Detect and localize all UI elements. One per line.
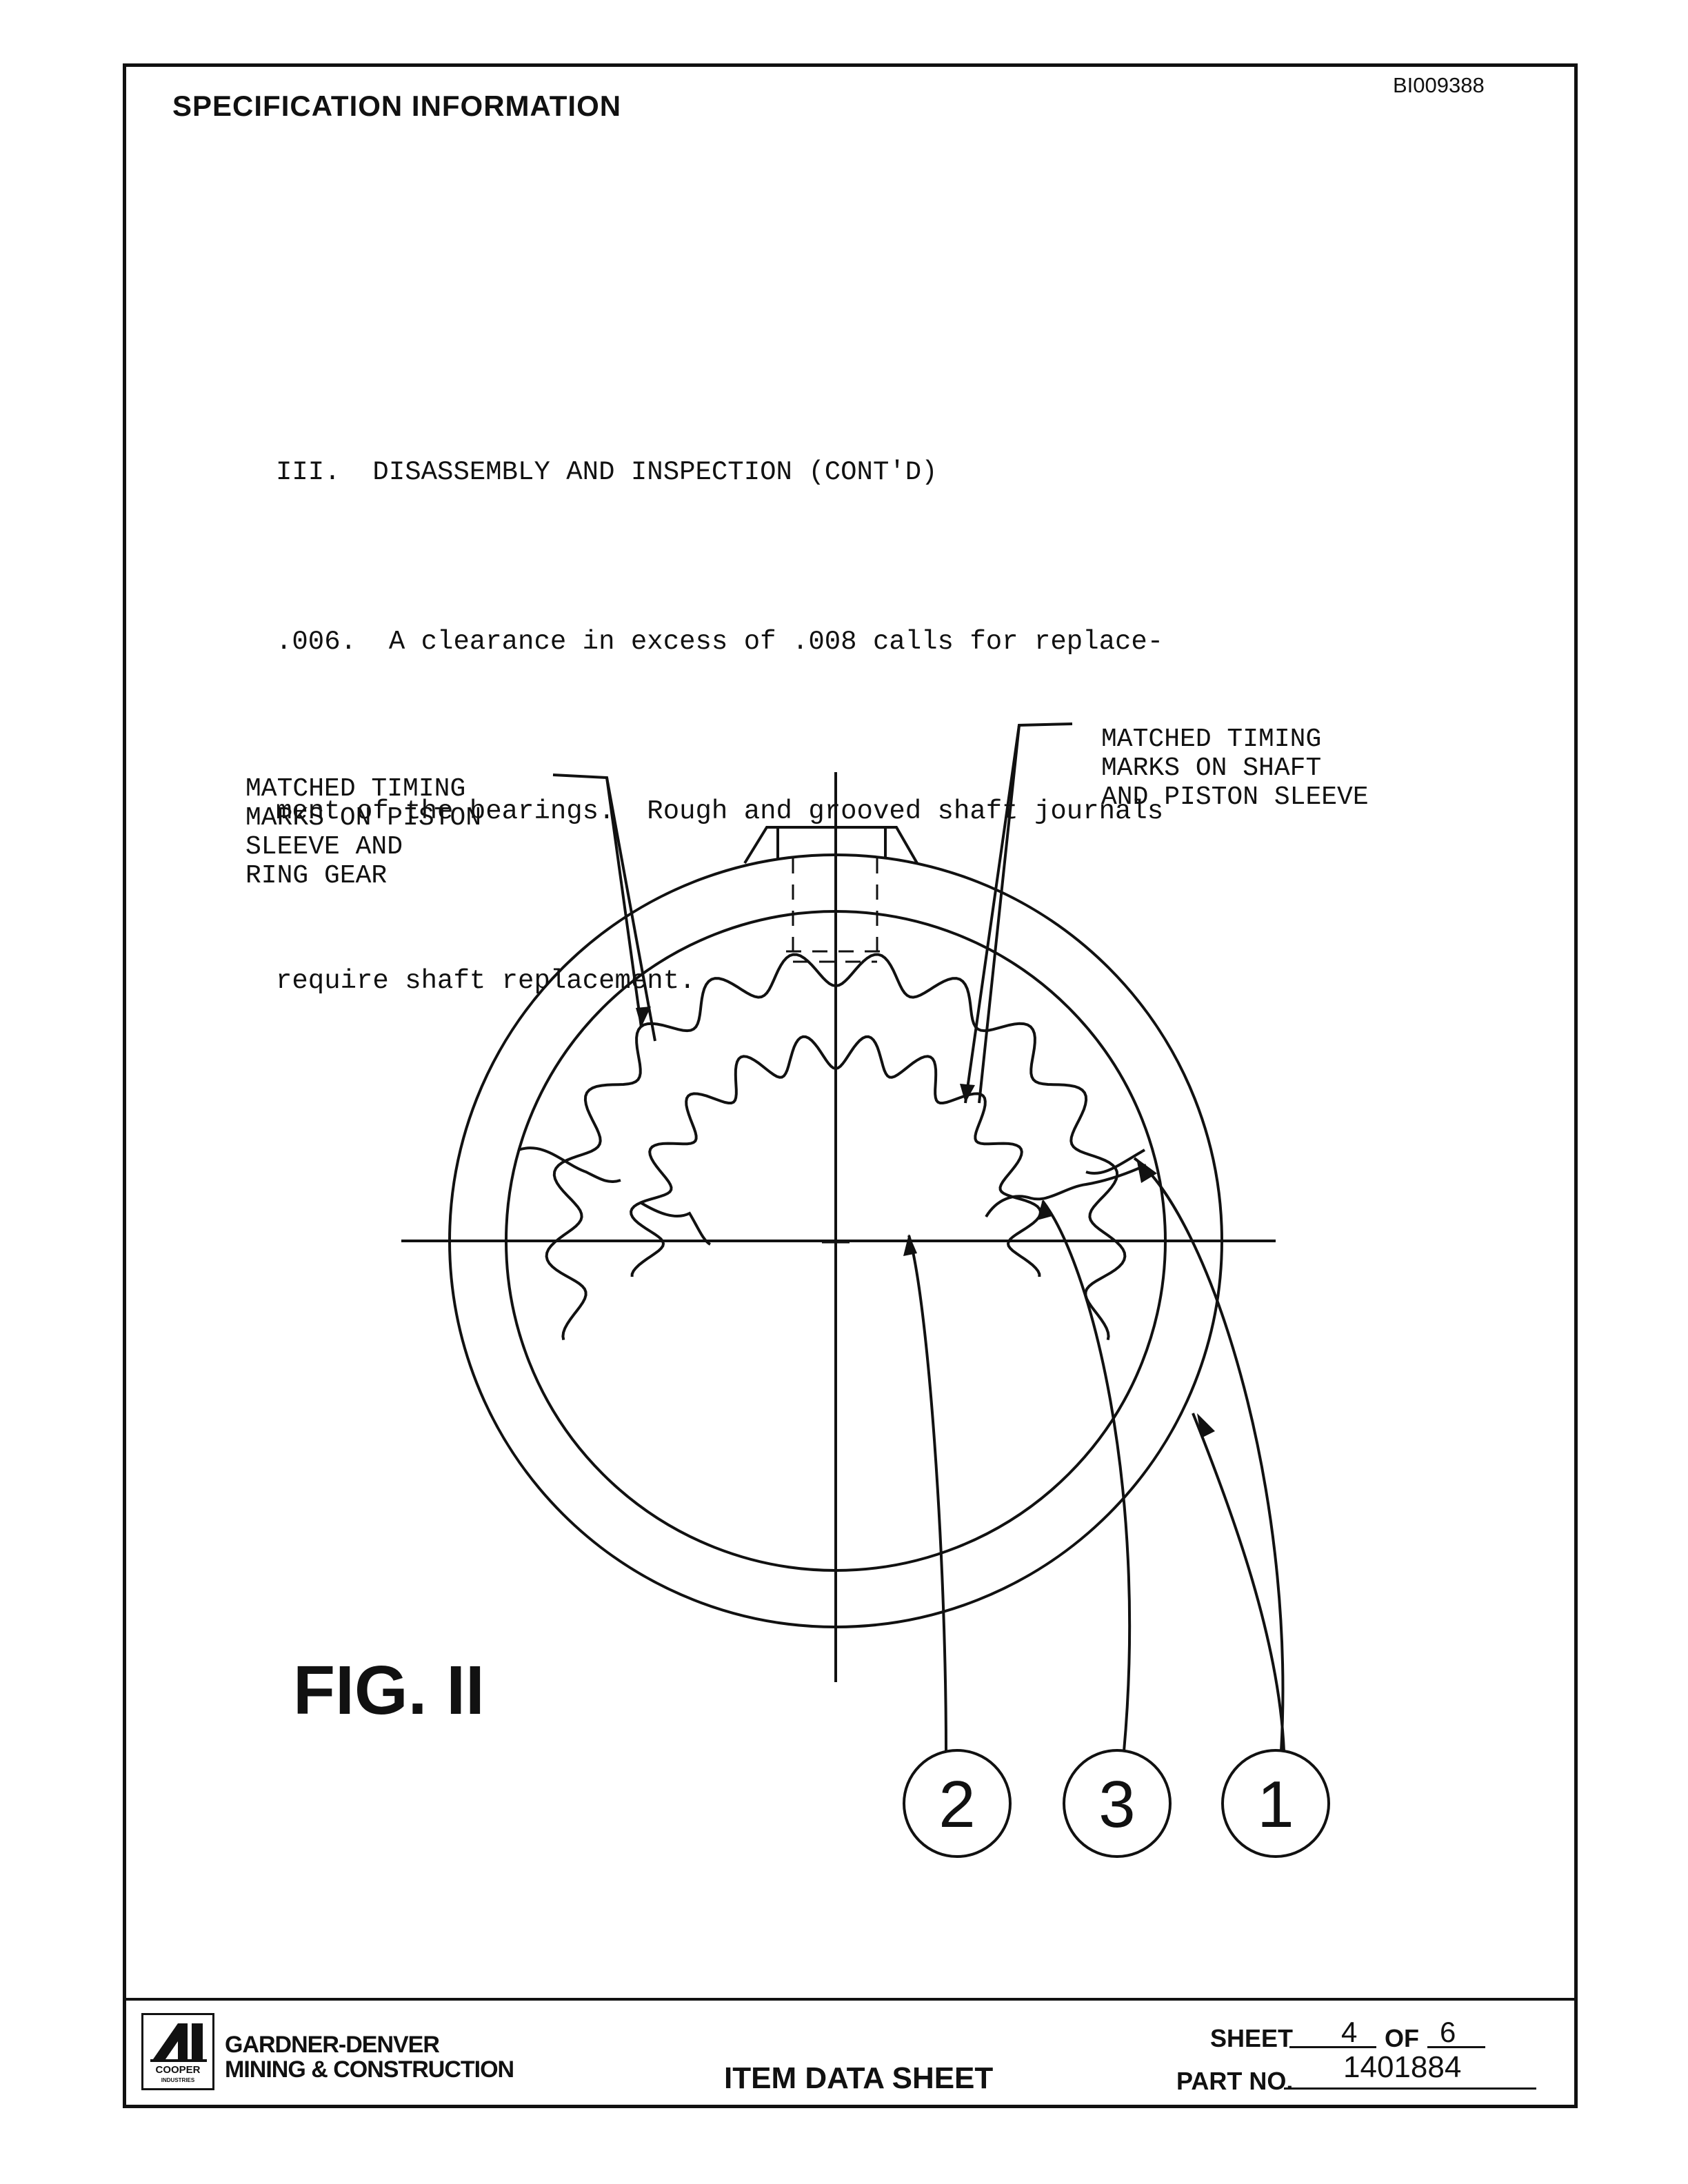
callout-line: MATCHED TIMING <box>1101 725 1322 754</box>
document-id: BI009388 <box>1393 73 1485 97</box>
arrowhead <box>636 1007 651 1027</box>
logo-subtext: INDUSTRIES <box>161 2077 195 2083</box>
logo-text: COOPER <box>155 2064 201 2076</box>
balloon-leader-3 <box>1041 1200 1132 1752</box>
outer-ring <box>448 853 1223 1628</box>
break-line-right <box>985 1164 1147 1218</box>
body-line: .006. A clearance in excess of .008 call… <box>276 627 1164 657</box>
balloon-leader-1 <box>1133 1157 1285 1752</box>
sheet-number: 4 <box>1341 2016 1358 2048</box>
sheet-total-underline <box>1427 2046 1485 2048</box>
part-number-underline <box>1284 2087 1536 2090</box>
ring-gear-teeth <box>545 953 1127 1340</box>
callout-line: MATCHED TIMING <box>245 774 466 804</box>
break-line-left-lower <box>640 1202 712 1246</box>
arrowhead <box>1197 1413 1215 1438</box>
of-label: OF <box>1385 2024 1419 2052</box>
body-text: III. DISASSEMBLY AND INSPECTION (CONT'D)… <box>276 331 1324 1066</box>
key-block <box>743 826 918 865</box>
company-line: GARDNER-DENVER <box>225 2032 440 2058</box>
sheet-label: SHEET <box>1210 2024 1294 2052</box>
body-line: ment of the bearings. Rough and grooved … <box>276 796 1164 827</box>
callout-line: AND PISTON SLEEVE <box>1101 782 1369 812</box>
balloon-2 <box>903 1749 1012 1858</box>
balloon-1-label: 1 <box>1257 1768 1294 1841</box>
section-heading: III. DISASSEMBLY AND INSPECTION (CONT'D) <box>276 457 938 487</box>
logo-mark-icon <box>150 2023 207 2062</box>
balloon-1 <box>1221 1749 1330 1858</box>
balloon-leader-2 <box>907 1235 947 1752</box>
arrowhead <box>1037 1200 1052 1220</box>
figure-label: FIG. II <box>293 1652 485 1729</box>
company-logo: COOPER INDUSTRIES <box>141 2013 214 2090</box>
sheet-title: ITEM DATA SHEET <box>724 2061 994 2095</box>
arrowhead <box>960 1084 975 1103</box>
callout-line: RING GEAR <box>245 861 388 891</box>
leader-right <box>978 725 1021 1104</box>
sleeve-gear-teeth <box>630 1035 1042 1277</box>
company-name: GARDNER-DENVER MINING & CONSTRUCTION <box>225 2032 514 2082</box>
inner-ring <box>505 910 1167 1572</box>
break-line-left <box>518 1146 621 1184</box>
callout-line: MARKS ON SHAFT <box>1101 754 1322 783</box>
body-line: require shaft replacement. <box>276 966 696 996</box>
sheet-total: 6 <box>1440 2016 1456 2048</box>
balloon-3-label: 3 <box>1098 1768 1135 1841</box>
balloon-2-label: 2 <box>938 1768 975 1841</box>
company-line: MINING & CONSTRUCTION <box>225 2056 514 2083</box>
part-number-label: PART NO. <box>1176 2067 1294 2095</box>
balloon-3 <box>1063 1749 1172 1858</box>
part-number: 1401884 <box>1343 2050 1462 2084</box>
leader-right <box>964 722 1073 1104</box>
callout-line: MARKS ON PISTON <box>245 803 482 833</box>
leader-left <box>605 777 656 1042</box>
footer-divider <box>126 1998 1574 2001</box>
arrowhead <box>903 1234 917 1256</box>
break-line-right-outer <box>1085 1149 1146 1175</box>
balloon-leader-1b <box>1192 1413 1285 1752</box>
arrowhead <box>1136 1158 1157 1183</box>
sheet-number-underline <box>1289 2046 1376 2048</box>
page-title: SPECIFICATION INFORMATION <box>172 90 622 122</box>
callout-line: SLEEVE AND <box>245 832 403 862</box>
page-frame <box>123 63 1578 2108</box>
